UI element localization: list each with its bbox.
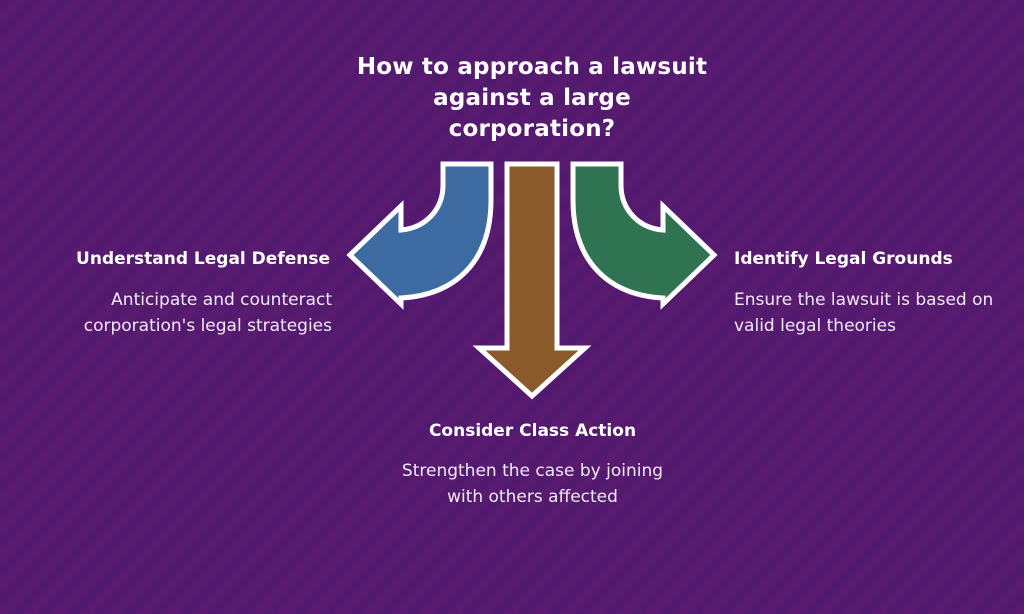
right-arrow-icon <box>570 161 718 310</box>
down-arrow-icon <box>472 161 592 400</box>
right-branch-description: Ensure the lawsuit is based on valid leg… <box>734 290 994 336</box>
bottom-branch-description: Strengthen the case by joining with othe… <box>401 461 664 507</box>
down-arrow-outline <box>472 161 592 400</box>
right-arrow-fill <box>573 164 714 304</box>
diagram-title: How to approach a lawsuit against a larg… <box>356 54 708 142</box>
bottom-branch-title: Consider Class Action <box>428 421 637 441</box>
left-arrow-icon <box>346 161 494 310</box>
right-arrow-outline <box>570 161 718 310</box>
left-arrow-outline <box>346 161 494 310</box>
down-arrow-fill <box>479 164 585 396</box>
left-branch-description: Anticipate and counteract corporation's … <box>83 290 332 336</box>
left-branch-title: Understand Legal Defense <box>76 249 330 269</box>
right-branch-title: Identify Legal Grounds <box>734 249 953 269</box>
left-arrow-fill <box>350 164 491 304</box>
